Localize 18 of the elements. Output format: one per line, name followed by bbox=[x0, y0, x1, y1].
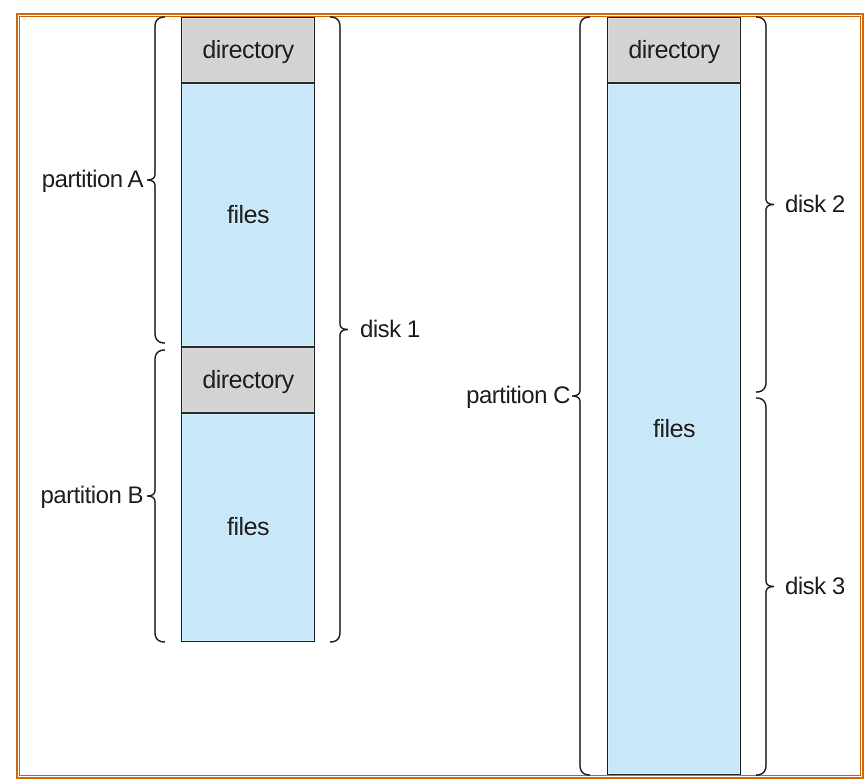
block-label: directory bbox=[628, 36, 720, 64]
directory-block bbox=[181, 17, 315, 83]
directory-block bbox=[607, 17, 741, 83]
block-label: directory bbox=[202, 366, 294, 394]
partition-label: partition B bbox=[40, 482, 143, 510]
partition-label: partition C bbox=[466, 382, 570, 410]
disk-label: disk 1 bbox=[360, 316, 420, 344]
partition-label: partition A bbox=[42, 166, 143, 194]
disk-label: disk 2 bbox=[785, 190, 845, 218]
files-block bbox=[181, 83, 315, 347]
block-label: files bbox=[653, 414, 695, 444]
disk-label: disk 3 bbox=[785, 572, 845, 600]
files-block bbox=[607, 83, 741, 775]
directory-block bbox=[181, 347, 315, 413]
block-label: directory bbox=[202, 36, 294, 64]
block-label: files bbox=[227, 513, 269, 542]
files-block bbox=[181, 413, 315, 642]
block-label: files bbox=[227, 200, 269, 230]
